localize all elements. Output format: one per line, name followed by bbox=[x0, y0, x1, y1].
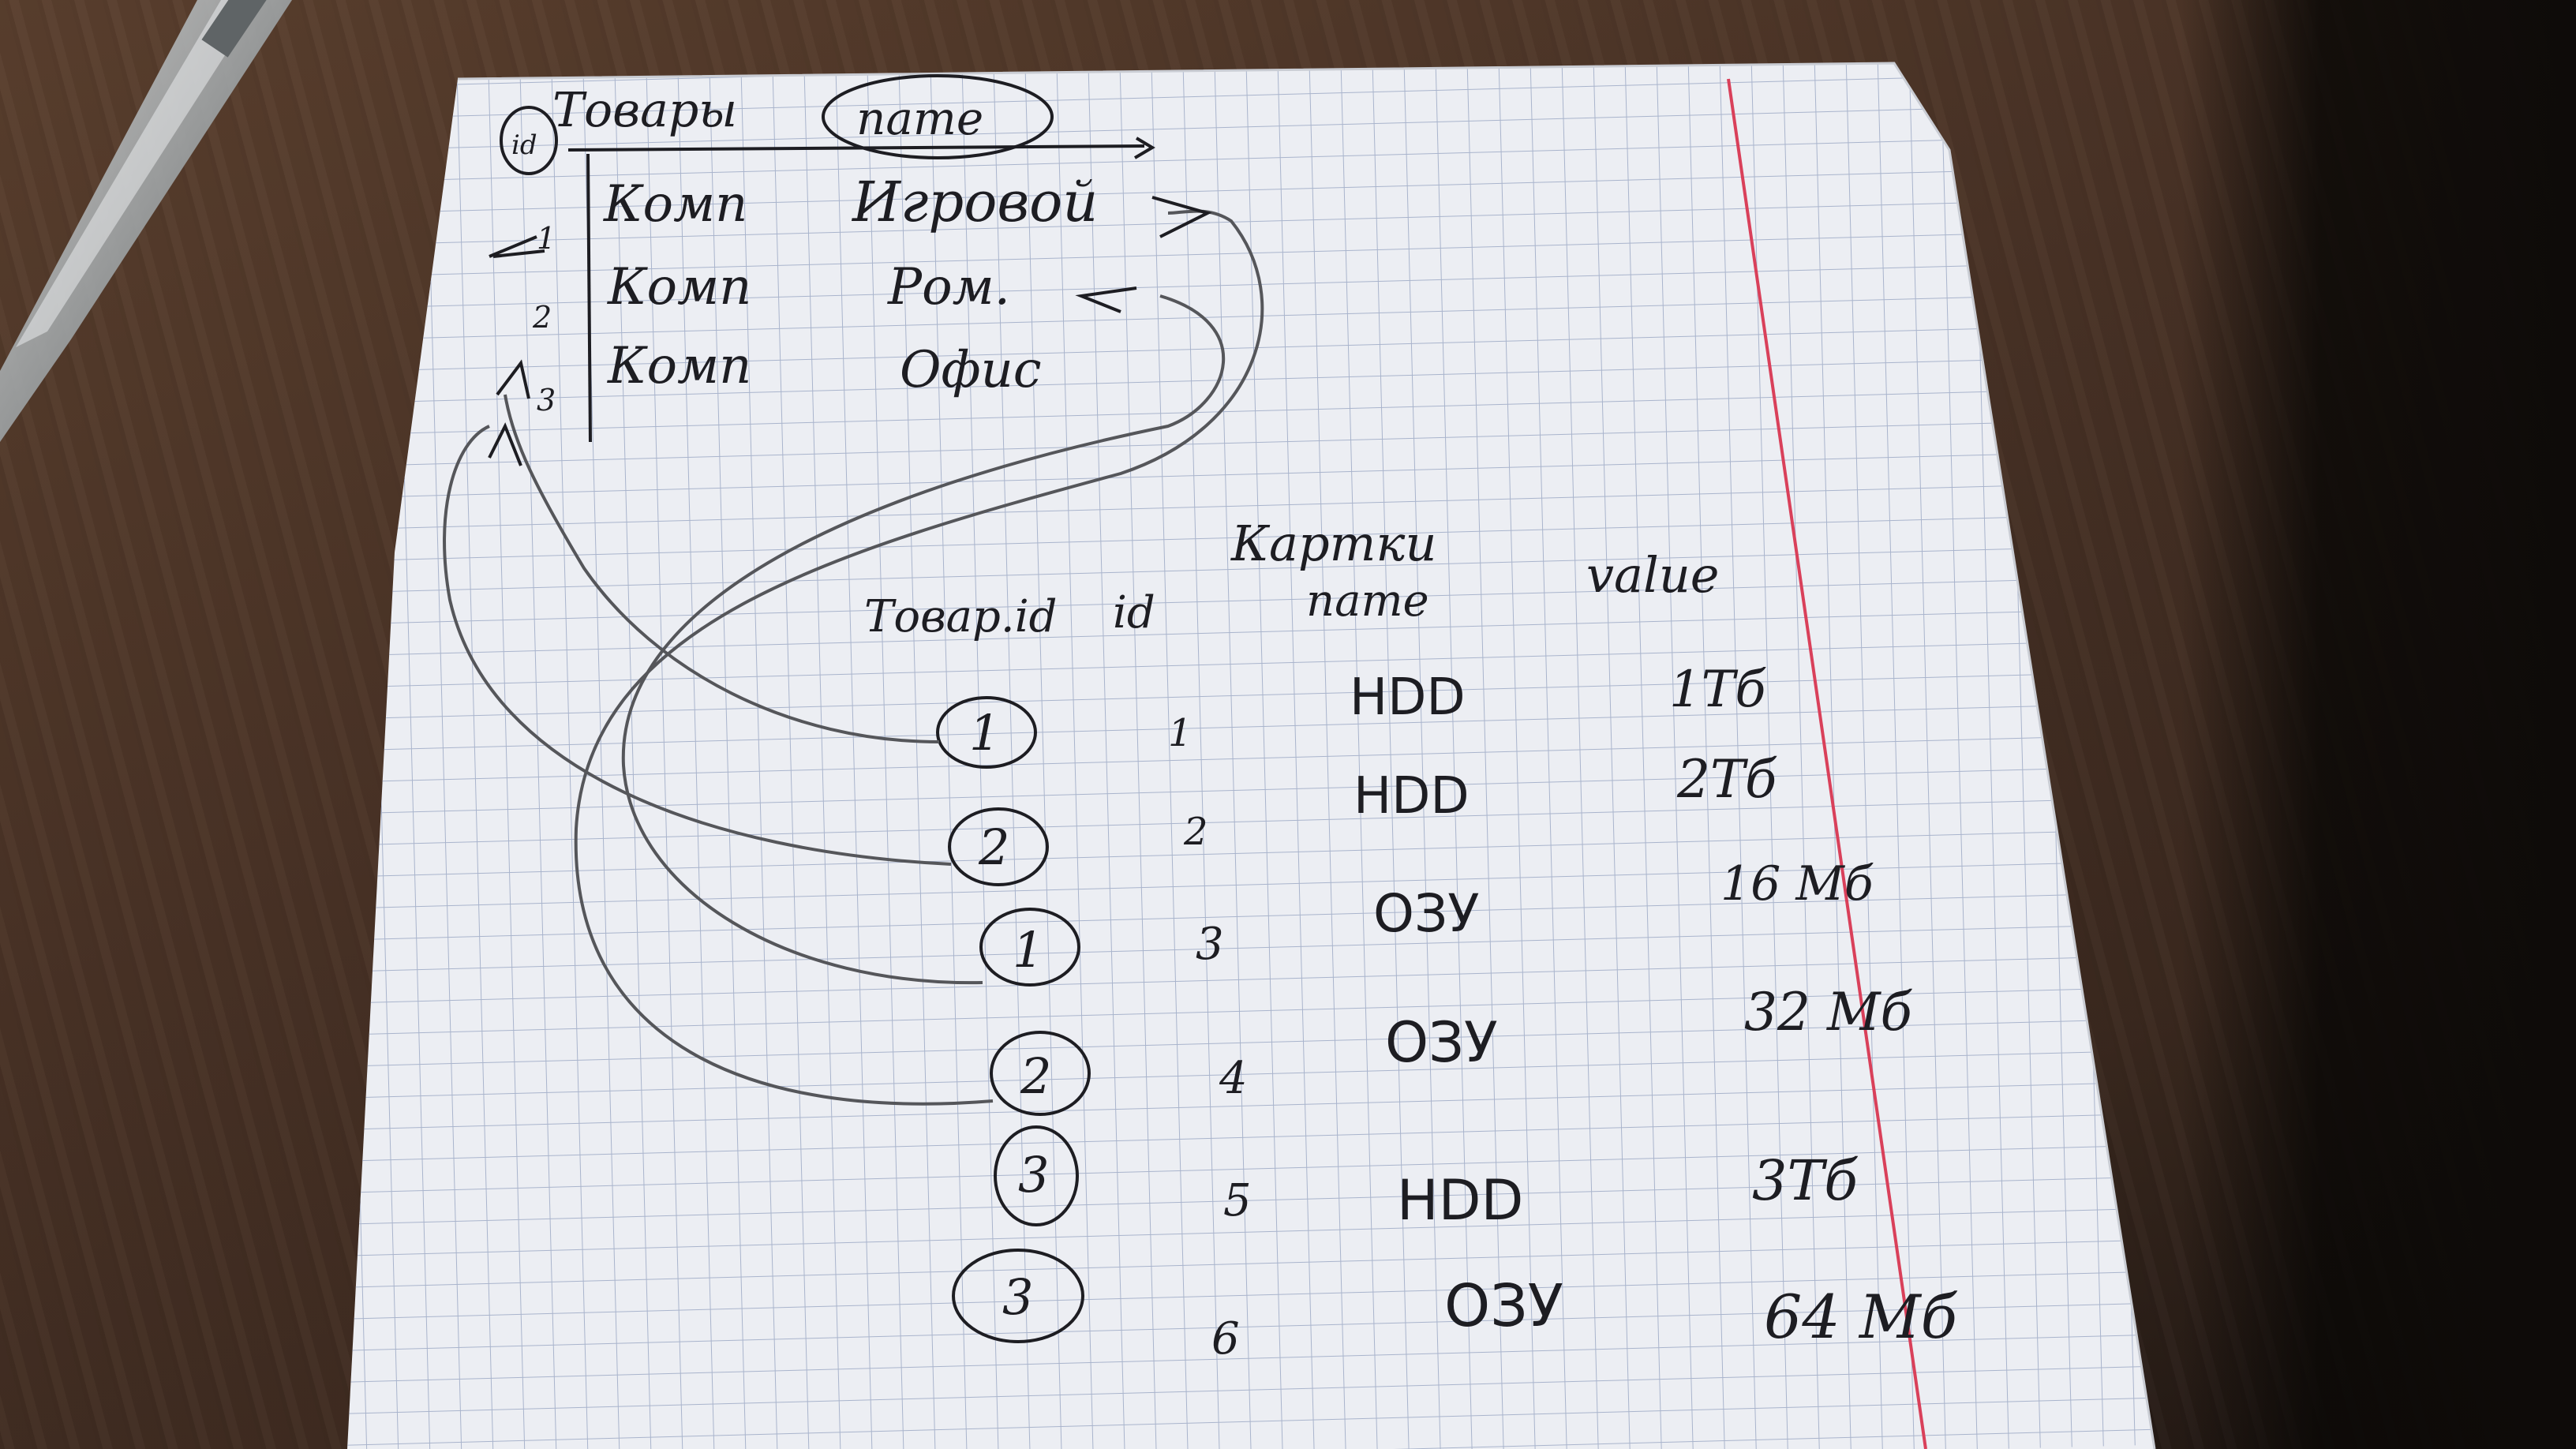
name-cell-3: ОЗУ bbox=[1373, 883, 1479, 944]
notebook-page bbox=[347, 62, 2156, 1449]
value-cell-5: 3Тб bbox=[1752, 1148, 1858, 1213]
value-cell-4: 32 Мб bbox=[1744, 982, 1913, 1043]
col-name-header: name bbox=[1306, 575, 1429, 627]
dark-background-corner bbox=[2181, 0, 2576, 1449]
col-fk-header: Товар.id bbox=[864, 591, 1057, 642]
relation-arrows bbox=[443, 196, 1264, 1106]
name-cell-4: ОЗУ bbox=[1385, 1010, 1498, 1075]
col-value-header: value bbox=[1586, 546, 1719, 604]
bottom-table-title: Картки bbox=[1230, 515, 1436, 572]
fk-cell-3: 1 bbox=[1013, 921, 1043, 979]
top-row-3-name: Офис bbox=[900, 341, 1042, 399]
name-cell-6: ОЗУ bbox=[1444, 1272, 1563, 1340]
id-cell-5: 5 bbox=[1223, 1175, 1252, 1226]
top-row-2-id: 2 bbox=[532, 300, 552, 335]
top-row-1-type: Комп bbox=[603, 175, 747, 234]
relation-curve bbox=[574, 209, 1264, 1106]
name-cell-5: HDD bbox=[1397, 1168, 1523, 1233]
top-row-3-type: Комп bbox=[607, 337, 751, 395]
top-table: id Товары name 1 Комп Игровой 2 Комп Ром… bbox=[488, 74, 1155, 466]
id-cell-3: 3 bbox=[1196, 919, 1224, 970]
pen bbox=[0, 0, 292, 442]
top-id-header: id bbox=[511, 129, 537, 161]
name-cell-1: HDD bbox=[1350, 668, 1466, 727]
relation-curve bbox=[621, 294, 1225, 985]
value-cell-6: 64 Мб bbox=[1764, 1282, 1958, 1352]
relation-curve bbox=[504, 394, 940, 743]
top-table-title: Товары bbox=[552, 83, 737, 138]
bottom-table: Картки Товар.id id name value 1 1 HDD 1Т… bbox=[864, 515, 1958, 1365]
value-cell-2: 2Тб bbox=[1676, 749, 1777, 810]
id-cell-4: 4 bbox=[1219, 1053, 1248, 1104]
margin-line bbox=[1727, 78, 1927, 1449]
fk-cell-1: 1 bbox=[969, 704, 1000, 762]
value-cell-1: 1Тб bbox=[1669, 661, 1766, 719]
id-cell-2: 2 bbox=[1183, 810, 1208, 854]
name-header-circle bbox=[822, 74, 1054, 159]
id-header-circle bbox=[500, 106, 558, 175]
top-row-1-name: Игровой bbox=[851, 170, 1098, 234]
col-id-header: id bbox=[1113, 587, 1155, 638]
top-row-2-name: Ром. bbox=[887, 258, 1010, 316]
relation-curve bbox=[443, 425, 952, 866]
id-cell-1: 1 bbox=[1168, 711, 1193, 755]
fk-cell-5: 3 bbox=[1018, 1146, 1049, 1204]
top-row-2-type: Комп bbox=[607, 258, 751, 316]
name-cell-2: HDD bbox=[1354, 767, 1470, 826]
top-name-header: name bbox=[856, 92, 983, 145]
fk-cell-2: 2 bbox=[978, 818, 1009, 876]
fk-cell-6: 3 bbox=[1002, 1268, 1033, 1326]
fk-cell-4: 2 bbox=[1020, 1047, 1051, 1105]
value-cell-3: 16 Мб bbox=[1720, 856, 1874, 912]
top-row-3-id: 3 bbox=[537, 383, 556, 417]
id-cell-6: 6 bbox=[1211, 1313, 1240, 1365]
